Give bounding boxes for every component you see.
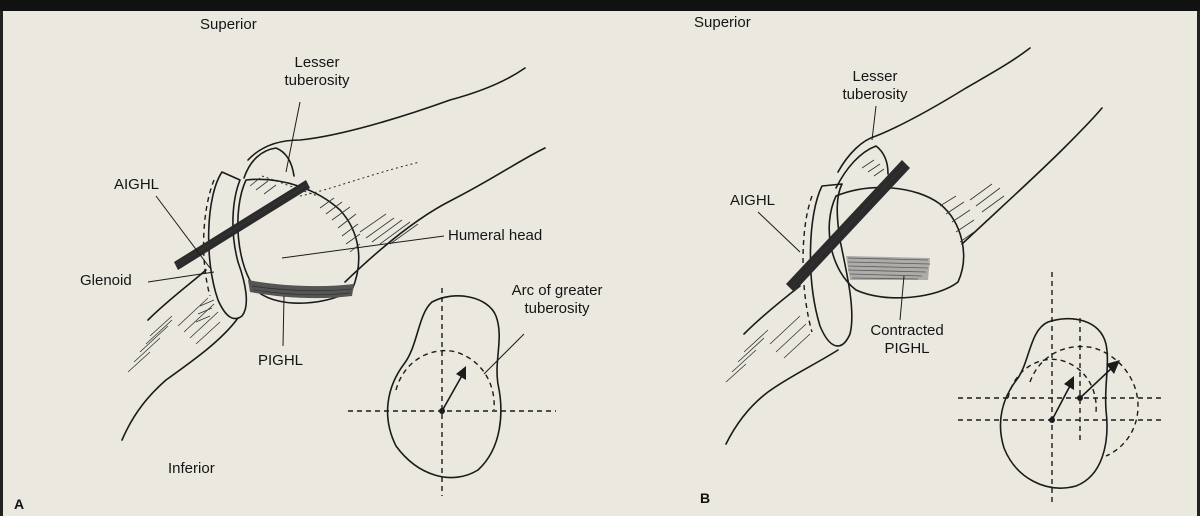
b-schematic-arrow-1 (1052, 382, 1072, 420)
b-head-shading (862, 160, 1004, 242)
panel-b-drawing (726, 48, 1164, 502)
a-label-arc-line2: tuberosity (490, 300, 624, 318)
a-dotted-contour (262, 162, 420, 196)
b-label-contracted-line2: PIGHL (852, 340, 962, 358)
a-schematic-center (439, 408, 445, 414)
a-label-lesser-tuberosity: Lesser tuberosity (262, 54, 372, 90)
b-schematic-arrow-2 (1080, 366, 1114, 398)
b-scapula-neck (726, 350, 838, 444)
b-label-contracted-line1: Contracted (852, 322, 962, 340)
b-contracted-pighl-fill (846, 256, 930, 280)
a-schematic-arrow (442, 372, 464, 411)
a-schematic-dashed-circle (396, 351, 494, 410)
b-label-aighl: AIGHL (730, 192, 775, 210)
b-lesser-tuberosity (836, 146, 888, 188)
b-humerus-lower-contour (962, 108, 1102, 244)
b-schematic-center-2 (1077, 395, 1083, 401)
panel-b-letter: B (700, 490, 710, 506)
a-label-glenoid: Glenoid (80, 272, 132, 290)
a-scapula-shading (128, 298, 220, 372)
b-scapula-neck-upper (744, 286, 800, 334)
a-label-pighl: PIGHL (258, 352, 303, 370)
panel-a-letter: A (14, 496, 24, 512)
b-schematic-outline (1000, 319, 1107, 488)
b-schematic (958, 272, 1164, 502)
a-scapula-neck (122, 318, 238, 440)
a-label-aighl: AIGHL (114, 176, 159, 194)
a-humerus-lower-contour (345, 148, 545, 282)
a-label-lesser-line1: Lesser (262, 54, 372, 72)
b-humerus-upper-contour (838, 48, 1030, 172)
a-label-lesser-line2: tuberosity (262, 72, 372, 90)
b-scapula-shading (726, 316, 810, 382)
a-label-arc-line1: Arc of greater (490, 282, 624, 300)
a-schematic-outline (388, 296, 501, 478)
a-aighl-fibers (176, 184, 308, 266)
a-label-humeral-head: Humeral head (448, 227, 542, 245)
a-head-shading (250, 178, 418, 252)
b-schematic-dashed-circle-2 (1030, 346, 1138, 456)
b-label-contracted-pighl: Contracted PIGHL (852, 322, 962, 358)
b-label-superior: Superior (694, 14, 751, 32)
b-label-lesser-line1: Lesser (820, 68, 930, 86)
b-label-lesser-tuberosity: Lesser tuberosity (820, 68, 930, 104)
a-label-arc-greater-tuberosity: Arc of greater tuberosity (490, 282, 624, 318)
a-label-superior: Superior (200, 16, 257, 34)
a-schematic (348, 288, 556, 496)
b-schematic-dashed-circle-1 (1008, 359, 1096, 412)
b-label-lesser-line2: tuberosity (820, 86, 930, 104)
b-schematic-center-1 (1049, 417, 1055, 423)
a-lesser-tuberosity (244, 148, 294, 178)
a-label-inferior: Inferior (168, 460, 215, 478)
